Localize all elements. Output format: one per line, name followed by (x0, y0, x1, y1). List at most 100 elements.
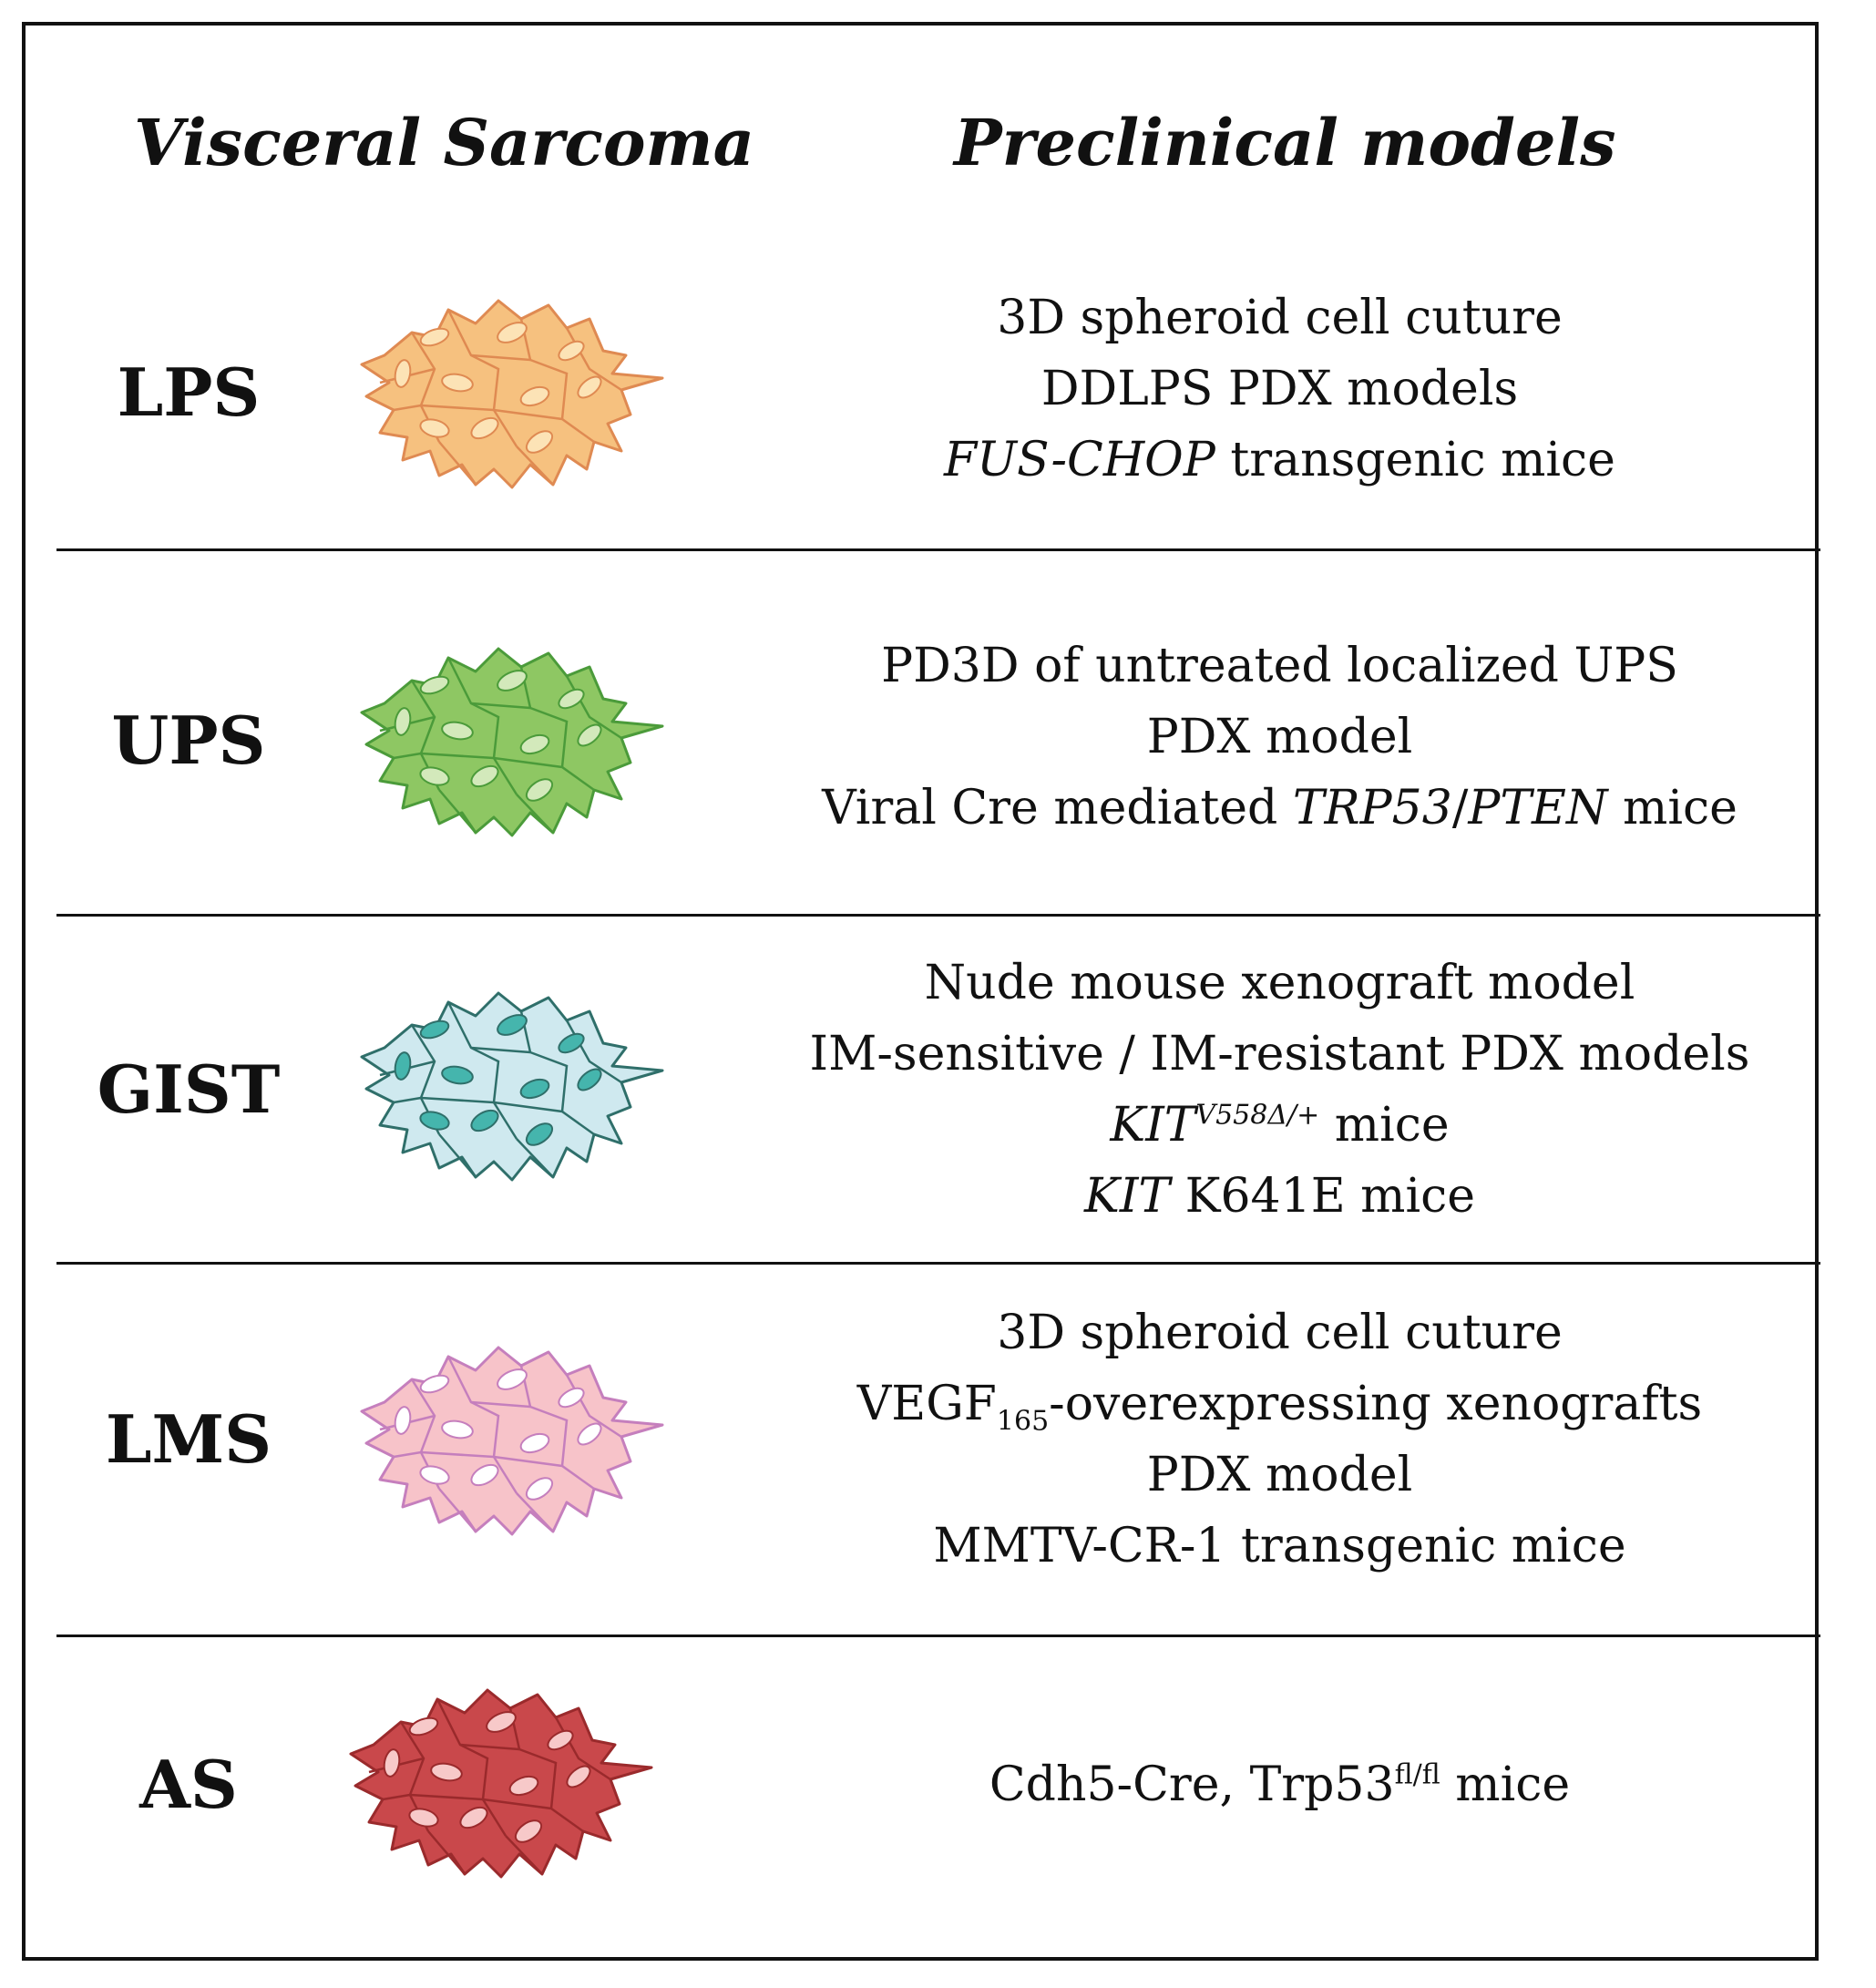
model-line: DDLPS PDX models (1041, 362, 1519, 416)
cell-nucleus (525, 1477, 554, 1501)
cell-nucleus (441, 1065, 474, 1085)
models-as: Cdh5-Cre, Trp53fl/fl mice (703, 1749, 1856, 1820)
cell-boundary (493, 756, 595, 792)
cell-boundary (470, 354, 531, 362)
cell-nucleus (383, 1748, 401, 1778)
row-lms: LMS 3D spheroid cell cuture VEGF165-over… (56, 1288, 1820, 1634)
cell-boundary (393, 752, 422, 760)
cell-nucleus (419, 675, 450, 695)
row-abbr-ups: UPS (111, 702, 266, 779)
cell-cluster-ups-icon (348, 630, 703, 867)
cell-cluster-drawing (360, 299, 664, 489)
cell-nucleus (577, 375, 602, 399)
cell-nucleus (519, 385, 550, 407)
cell-nucleus (419, 1020, 450, 1040)
cell-boundary (420, 404, 495, 412)
cell-nucleus (558, 340, 585, 362)
cell-boundary (493, 408, 595, 444)
cell-boundary (519, 318, 569, 420)
cell-nucleus (525, 430, 554, 454)
model-line: PDX model (1146, 1448, 1413, 1502)
row-as: AS Cdh5-Cre, Trp53fl/fl mice (56, 1654, 1820, 1927)
cell-boundary (438, 441, 477, 486)
cell-nucleus (394, 1051, 412, 1081)
cell-nucleus (419, 1374, 450, 1394)
cell-boundary (446, 657, 518, 795)
cell-boundary (516, 446, 554, 486)
cell-nucleus (519, 733, 550, 755)
cell-boundary (409, 1793, 484, 1801)
cell-nucleus (558, 1032, 585, 1054)
model-line: 3D spheroid cell cuture (997, 291, 1563, 345)
cell-nucleus (441, 721, 474, 741)
cell-boundary (420, 1096, 495, 1104)
header-visceral-sarcoma: Visceral Sarcoma (134, 105, 754, 180)
cell-nucleus (441, 1419, 474, 1440)
cell-nucleus (470, 416, 499, 440)
model-line: MMTV-CR-1 transgenic mice (933, 1519, 1626, 1573)
cell-boundary (519, 1365, 569, 1467)
cell-boundary (446, 309, 518, 447)
cell-nucleus (497, 1014, 528, 1036)
cell-nucleus (566, 1765, 591, 1788)
cell-boundary (470, 1046, 531, 1054)
cell-boundary (519, 666, 569, 768)
cell-boundary (505, 1835, 543, 1875)
cell-cluster-drawing (349, 1688, 653, 1879)
row-abbr-as: AS (139, 1746, 238, 1823)
cell-nucleus (519, 1432, 550, 1454)
row-divider (56, 914, 1820, 917)
cell-nucleus (408, 1716, 439, 1737)
cell-cluster-lps-icon (348, 282, 703, 519)
cell-nucleus (497, 322, 528, 343)
cell-cluster-lms-icon (348, 1329, 703, 1566)
cell-nucleus (497, 1368, 528, 1390)
cell-nucleus (470, 1463, 499, 1487)
cell-boundary (470, 1400, 531, 1409)
cell-boundary (438, 1488, 477, 1532)
cell-cluster-as-icon (337, 1672, 692, 1909)
cell-boundary (438, 789, 477, 834)
cell-cluster-drawing (360, 991, 664, 1182)
models-ups: PD3D of untreated localized UPS PDX mode… (703, 630, 1856, 844)
cell-nucleus (470, 1109, 499, 1132)
cell-nucleus (419, 1111, 450, 1131)
cell-cluster-drawing (360, 647, 664, 837)
cell-nucleus (519, 1078, 550, 1100)
cell-boundary (493, 1101, 595, 1136)
cell-boundary (470, 702, 531, 710)
cell-nucleus (470, 764, 499, 788)
cell-nucleus (547, 1729, 574, 1751)
cell-nucleus (486, 1711, 517, 1733)
model-line: VEGF165-overexpressing xenografts (856, 1377, 1703, 1438)
cell-nucleus (408, 1808, 439, 1828)
model-line: Nude mouse xenograft model (924, 956, 1635, 1010)
cell-nucleus (394, 359, 412, 388)
model-line: Viral Cre mediated TRP53/PTEN mice (822, 781, 1738, 835)
cell-boundary (446, 1356, 518, 1494)
row-lps: LPS 3D spheroid cell cuture DDLPS PDX mo… (56, 273, 1820, 547)
cell-nucleus (558, 688, 585, 710)
figure-frame (22, 22, 1819, 1961)
cell-boundary (393, 1450, 422, 1459)
cell-boundary (427, 1830, 466, 1875)
cell-cluster-drawing (360, 1346, 664, 1536)
row-gist: GIST Nude mouse xenograft model IM-sensi… (56, 938, 1820, 1266)
model-line: PDX model (1146, 710, 1413, 764)
header-preclinical-models: Preclinical models (954, 105, 1616, 180)
cell-boundary (482, 1798, 584, 1833)
cell-boundary (516, 1492, 554, 1532)
cell-boundary (508, 1707, 558, 1809)
row-divider (56, 1262, 1820, 1265)
cell-boundary (516, 1138, 554, 1178)
cell-nucleus (430, 1762, 463, 1782)
cell-nucleus (577, 1422, 602, 1446)
cell-nucleus (514, 1819, 543, 1843)
cell-nucleus (441, 373, 474, 393)
model-line: IM-sensitive / IM-resistant PDX models (809, 1027, 1750, 1081)
models-lms: 3D spheroid cell cuture VEGF165-overexpr… (703, 1297, 1856, 1582)
model-line: FUS-CHOP transgenic mice (944, 433, 1615, 487)
cell-nucleus (577, 1068, 602, 1091)
cell-boundary (493, 1455, 595, 1491)
cell-boundary (436, 1698, 507, 1837)
